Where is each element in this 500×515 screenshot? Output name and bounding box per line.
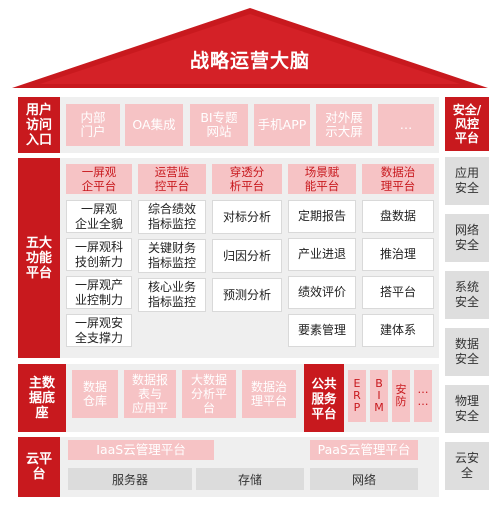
function-column-title: 场景赋 能平台 bbox=[288, 164, 356, 194]
access-item: … bbox=[378, 104, 434, 146]
security-item: 物理 安全 bbox=[445, 385, 489, 433]
infra-item: 服务器 bbox=[68, 468, 192, 490]
public-service-item: E R P bbox=[348, 370, 366, 422]
database-item: 数据报 表与 应用平 bbox=[124, 370, 176, 418]
security-item: 数据 安全 bbox=[445, 328, 489, 376]
access-item: OA集成 bbox=[125, 104, 183, 146]
function-item: 绩效评价 bbox=[288, 276, 356, 309]
access-label: 用户 访问 入口 bbox=[18, 97, 60, 153]
security-item: 网络 安全 bbox=[445, 214, 489, 262]
function-column-title: 数据治 理平台 bbox=[362, 164, 434, 194]
function-item: 一屏观安 全支撑力 bbox=[66, 314, 132, 347]
function-item: 搭平台 bbox=[362, 276, 434, 309]
function-item: 推治理 bbox=[362, 238, 434, 271]
database-item: 数据治 理平台 bbox=[242, 370, 296, 418]
function-item: 建体系 bbox=[362, 314, 434, 347]
access-item: 内部 门户 bbox=[66, 104, 120, 146]
roof bbox=[12, 8, 488, 88]
public-service-item: 安 防 bbox=[392, 370, 410, 422]
function-item: 综合绩效 指标监控 bbox=[138, 200, 206, 234]
function-item: 对标分析 bbox=[212, 200, 282, 234]
access-item: 手机APP bbox=[254, 104, 310, 146]
page-title: 战略运营大脑 bbox=[189, 50, 310, 72]
function-item: 关键财务 指标监控 bbox=[138, 239, 206, 273]
function-column-title: 穿透分 析平台 bbox=[212, 164, 282, 194]
paas-platform: PaaS云管理平台 bbox=[310, 440, 418, 460]
function-item: 核心业务 指标监控 bbox=[138, 278, 206, 312]
function-item: 盘数据 bbox=[362, 200, 434, 233]
database-label: 主数 据底 座 bbox=[18, 364, 66, 432]
function-column-title: 运营监 控平台 bbox=[138, 164, 206, 194]
function-item: 一屏观 企业全貌 bbox=[66, 200, 132, 233]
access-item: 对外展 示大屏 bbox=[316, 104, 372, 146]
function-item: 一屏观科 技创新力 bbox=[66, 238, 132, 271]
security-head: 安全/ 风控 平台 bbox=[445, 97, 489, 151]
function-item: 预测分析 bbox=[212, 278, 282, 312]
access-item: BI专题 网站 bbox=[190, 104, 248, 146]
security-item: 应用 安全 bbox=[445, 157, 489, 205]
database-item: 数据 仓库 bbox=[72, 370, 118, 418]
function-item: 一屏观产 业控制力 bbox=[66, 276, 132, 309]
security-item: 云安 全 bbox=[445, 442, 489, 490]
public-service-item: B I M bbox=[370, 370, 388, 422]
infra-item: 存储 bbox=[196, 468, 304, 490]
function-item: 归因分析 bbox=[212, 239, 282, 273]
function-item: 要素管理 bbox=[288, 314, 356, 347]
functions-label: 五大 功能 平台 bbox=[18, 158, 60, 358]
function-item: 产业进退 bbox=[288, 238, 356, 271]
infra-item: 网络 bbox=[310, 468, 418, 490]
function-item: 定期报告 bbox=[288, 200, 356, 233]
cloud-label: 云平 台 bbox=[18, 437, 60, 497]
public-service-item: … … bbox=[414, 370, 432, 422]
iaas-platform: IaaS云管理平台 bbox=[68, 440, 214, 460]
database-item: 大数据 分析平 台 bbox=[182, 370, 236, 418]
security-item: 系统 安全 bbox=[445, 271, 489, 319]
public-services-label: 公共 服务 平台 bbox=[304, 364, 344, 432]
function-column-title: 一屏观 企平台 bbox=[66, 164, 132, 194]
